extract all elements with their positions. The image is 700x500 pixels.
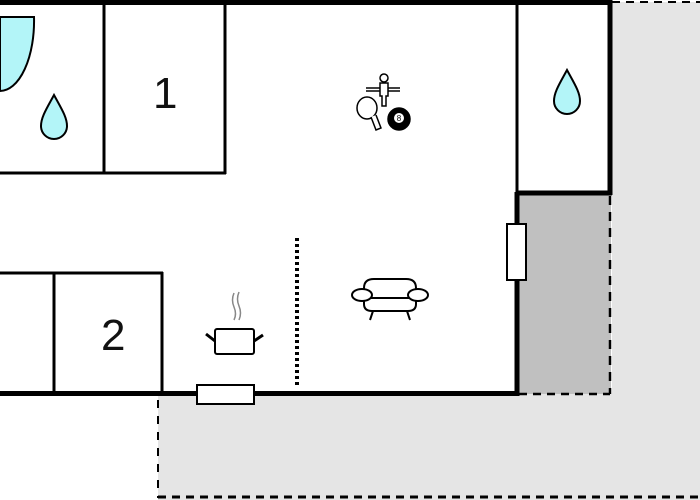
shower-quarter-circle-icon — [0, 16, 36, 93]
window-east — [506, 223, 527, 281]
terrace-area — [157, 1, 700, 500]
ping-pong-paddle-icon — [356, 96, 382, 131]
covered-terrace — [519, 195, 612, 396]
water-drop-icon — [552, 67, 582, 115]
interior-walls — [0, 3, 519, 393]
water-drop-icon — [39, 92, 69, 140]
window-south — [196, 384, 255, 405]
room-label-bedroom-1: 1 — [153, 69, 178, 118]
games-room-icon: 8 — [356, 73, 411, 131]
billiard-ball-icon: 8 — [387, 107, 411, 131]
foosball-icon — [366, 73, 400, 107]
room-label-bedroom-2: 2 — [101, 311, 126, 360]
svg-text:8: 8 — [397, 114, 402, 123]
cooking-pot-icon — [205, 291, 264, 355]
sofa-icon — [351, 278, 429, 321]
